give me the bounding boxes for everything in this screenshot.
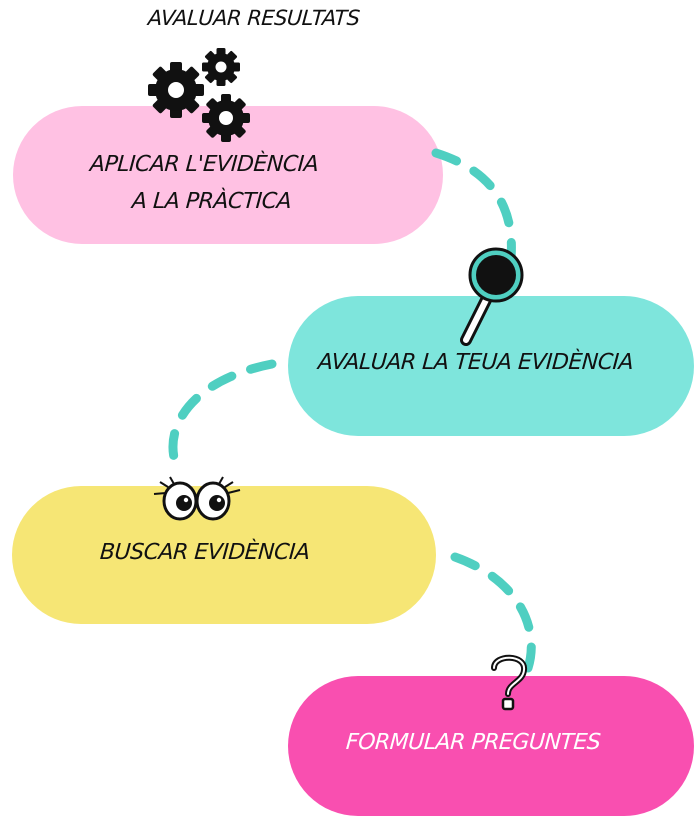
connector-buscar-formular <box>450 552 536 673</box>
pill-formular <box>288 676 694 816</box>
gears-icon <box>148 48 250 142</box>
connector-aplicar-avaluar <box>431 148 516 263</box>
eyes-icon <box>153 476 241 521</box>
magnifier-icon <box>460 247 524 346</box>
pill-avaluar <box>288 296 694 436</box>
question-mark-icon <box>491 654 527 711</box>
connector-avaluar-buscar <box>168 359 277 475</box>
